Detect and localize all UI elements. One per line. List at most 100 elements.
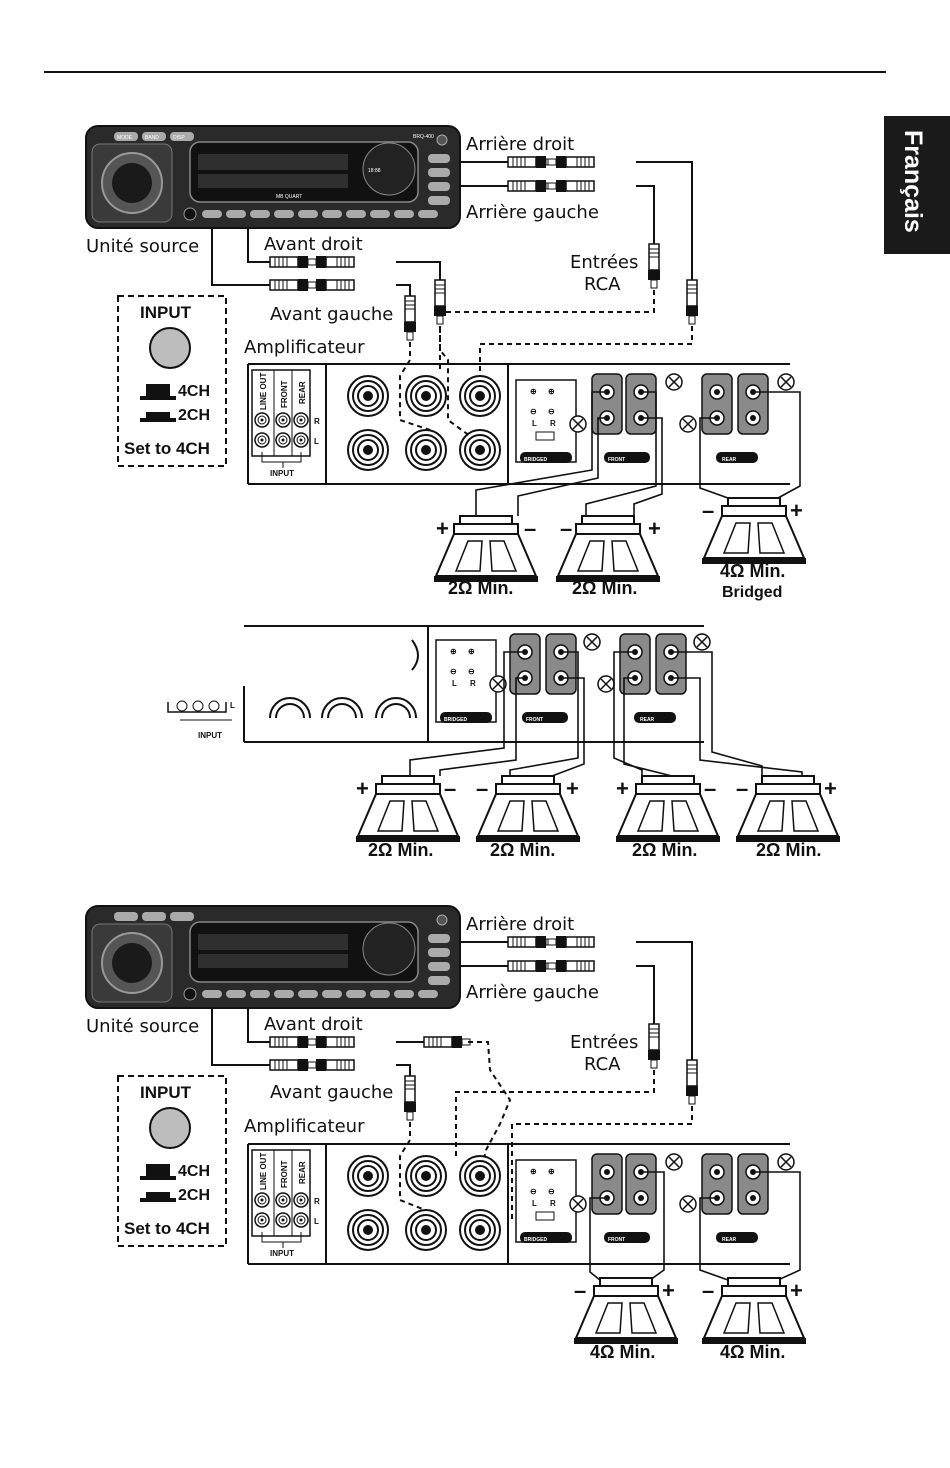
bridged-tag-3: BRIDGED bbox=[524, 1237, 547, 1243]
plus-sign: + bbox=[616, 776, 629, 801]
amplifier-label-2: Amplificateur bbox=[244, 1116, 365, 1137]
speaker-d2-2-rating: 2Ω Min. bbox=[490, 840, 555, 860]
bridged-r-2: R bbox=[470, 679, 476, 688]
l-label-2: L bbox=[230, 701, 235, 710]
plus-sign: + bbox=[648, 516, 661, 541]
minus-sign: – bbox=[476, 776, 488, 801]
front-right-label-2: Avant droit bbox=[264, 1014, 363, 1035]
speaker-d2-3-rating: 2Ω Min. bbox=[632, 840, 697, 860]
input-switch-button bbox=[149, 327, 191, 369]
svg-text:⊖: ⊖ bbox=[530, 1187, 537, 1196]
amplifier-panel-1: LINE OUT FRONT REAR R L INPUT ⊕⊕ ⊖⊖ L R … bbox=[247, 363, 795, 485]
rear-left-label-2: Arrière gauche bbox=[466, 982, 599, 1003]
speaker-3-rating: 4Ω Min. bbox=[720, 561, 785, 581]
diagram-2: L INPUT ⊕⊕ ⊖⊖ L R BRIDGED FRONT REAR bbox=[167, 625, 841, 860]
bridged-tag: BRIDGED bbox=[524, 457, 547, 463]
diagram-3: Arrière droit Arrière gauche Unité sourc… bbox=[85, 905, 807, 1362]
rear-in-label: REAR bbox=[298, 381, 307, 404]
input-switch-box: INPUT 4CH 2CH Set to 4CH bbox=[117, 295, 227, 467]
speaker-d2-4-rating: 2Ω Min. bbox=[756, 840, 821, 860]
rca-inputs-label-4: RCA bbox=[584, 1054, 621, 1075]
plus-sign: + bbox=[790, 1278, 803, 1303]
minus-sign: – bbox=[702, 498, 714, 523]
speaker-d2-2-icon bbox=[475, 775, 581, 843]
speaker-d3-1-rating: 4Ω Min. bbox=[590, 1342, 655, 1362]
input-label: INPUT bbox=[270, 469, 294, 478]
source-unit-label-2: Unité source bbox=[86, 1016, 199, 1037]
disp-button-label: DISP bbox=[173, 135, 185, 141]
rear-right-label-2: Arrière droit bbox=[466, 914, 574, 935]
bridged-r-3: R bbox=[550, 1199, 556, 1208]
svg-text:⊖: ⊖ bbox=[530, 407, 537, 416]
front-tag-2: FRONT bbox=[526, 717, 543, 723]
plus-sign: + bbox=[662, 1278, 675, 1303]
line-out-label-3: LINE OUT bbox=[259, 1153, 268, 1190]
front-tag: FRONT bbox=[608, 457, 625, 463]
input-switch-button-2 bbox=[149, 1107, 191, 1149]
front-left-label: Avant gauche bbox=[270, 304, 393, 325]
bridged-l-3: L bbox=[532, 1199, 537, 1208]
svg-text:⊕: ⊕ bbox=[450, 647, 457, 656]
plus-sign: + bbox=[790, 498, 803, 523]
rca-inputs-label-3: Entrées bbox=[570, 1032, 638, 1053]
svg-text:⊕: ⊕ bbox=[530, 1167, 537, 1176]
rca-inputs-label-2: RCA bbox=[584, 274, 621, 295]
model-label: BRQ-400 bbox=[413, 134, 434, 140]
diagram-1: MODE BAND DISP 18:88 MB QUART BRQ-400 bbox=[85, 125, 807, 601]
language-tab: Français bbox=[884, 116, 950, 254]
plus-sign: + bbox=[356, 776, 369, 801]
speaker-d2-1-rating: 2Ω Min. bbox=[368, 840, 433, 860]
input-label-2: INPUT bbox=[198, 731, 222, 740]
minus-sign: – bbox=[444, 776, 456, 801]
speaker-3-bridged-note: Bridged bbox=[722, 584, 782, 601]
svg-text:⊖: ⊖ bbox=[548, 1187, 555, 1196]
input-switch-box-2: INPUT 4CH 2CH Set to 4CH bbox=[117, 1075, 227, 1247]
svg-text:⊕: ⊕ bbox=[468, 647, 475, 656]
amplifier-label: Amplificateur bbox=[244, 337, 365, 358]
minus-sign: – bbox=[702, 1278, 714, 1303]
speaker-d3-2-rating: 4Ω Min. bbox=[720, 1342, 785, 1362]
language-tab-label: Français bbox=[899, 130, 927, 233]
r-label: R bbox=[314, 417, 320, 426]
head-unit: MODE BAND DISP 18:88 MB QUART BRQ-400 bbox=[85, 125, 461, 229]
svg-text:⊕: ⊕ bbox=[548, 387, 555, 396]
option-2ch-2: 2CH bbox=[178, 1187, 210, 1204]
bridged-l: L bbox=[532, 419, 537, 428]
front-left-label-2: Avant gauche bbox=[270, 1082, 393, 1103]
rear-tag-3: REAR bbox=[722, 1237, 737, 1243]
input-title-2: INPUT bbox=[140, 1083, 192, 1102]
minus-sign: – bbox=[524, 516, 536, 541]
front-right-label: Avant droit bbox=[264, 234, 363, 255]
input-label-3: INPUT bbox=[270, 1249, 294, 1258]
bridged-tag-2: BRIDGED bbox=[444, 717, 467, 723]
plus-sign: + bbox=[566, 776, 579, 801]
set-to-4ch-note: Set to 4CH bbox=[124, 439, 210, 458]
rear-tag-2: REAR bbox=[640, 717, 655, 723]
bridged-l-2: L bbox=[452, 679, 457, 688]
speaker-1-icon bbox=[433, 515, 539, 583]
head-unit-2 bbox=[85, 905, 461, 1009]
input-title: INPUT bbox=[140, 303, 192, 322]
l-label-3: L bbox=[314, 1217, 319, 1226]
svg-text:⊕: ⊕ bbox=[530, 387, 537, 396]
front-in-label: FRONT bbox=[280, 380, 289, 408]
minus-sign: – bbox=[574, 1278, 586, 1303]
line-out-label: LINE OUT bbox=[259, 373, 268, 410]
r-label-3: R bbox=[314, 1197, 320, 1206]
rear-tag: REAR bbox=[722, 457, 737, 463]
rear-right-label: Arrière droit bbox=[466, 134, 574, 155]
front-tag-3: FRONT bbox=[608, 1237, 625, 1243]
minus-sign: – bbox=[704, 776, 716, 801]
set-to-4ch-note-2: Set to 4CH bbox=[124, 1219, 210, 1238]
option-4ch-2: 4CH bbox=[178, 1163, 210, 1180]
svg-text:⊕: ⊕ bbox=[548, 1167, 555, 1176]
option-4ch: 4CH bbox=[178, 383, 210, 400]
lcd-display: 18:88 bbox=[368, 168, 381, 174]
option-2ch: 2CH bbox=[178, 407, 210, 424]
svg-text:⊖: ⊖ bbox=[468, 667, 475, 676]
front-in-label-3: FRONT bbox=[280, 1160, 289, 1188]
rca-inputs-label-1: Entrées bbox=[570, 252, 638, 273]
brand-logo: MB QUART bbox=[276, 194, 302, 200]
plus-sign: + bbox=[824, 776, 837, 801]
